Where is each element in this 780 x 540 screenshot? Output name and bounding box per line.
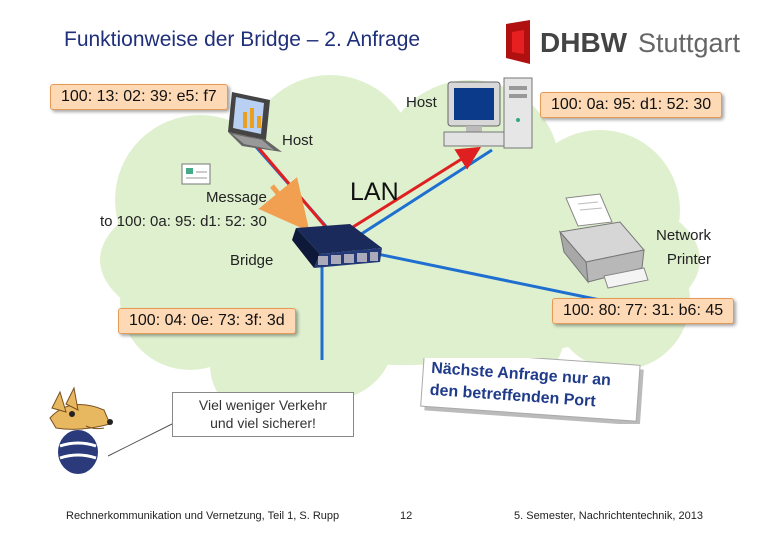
host-label-left: Host (282, 132, 313, 149)
footer-right: 5. Semester, Nachrichtentechnik, 2013 (514, 510, 703, 522)
logo-dhbw-text: DHBW (540, 27, 628, 58)
note-box: Nächste Anfrage nur an den betreffenden … (420, 358, 644, 424)
printer-label: Network Printer (656, 224, 711, 272)
page-title: Funktionweise der Bridge – 2. Anfrage (64, 28, 421, 51)
lan-label: LAN (350, 178, 399, 206)
bridge-device-icon (292, 224, 382, 268)
footer-page-number: 12 (400, 510, 413, 522)
bridge-label: Bridge (230, 252, 274, 269)
footer-left: Rechnerkommunikation und Vernetzung, Tei… (66, 510, 340, 522)
quote-line2: und viel sicherer! (210, 415, 316, 431)
bridge-side-address-box: 100: 04: 0e: 73: 3f: 3d (118, 308, 296, 334)
quote-pointer (107, 423, 173, 457)
printer-label-line2: Printer (666, 251, 712, 268)
network-printer-icon (559, 193, 649, 289)
host-label-right: Host (406, 94, 437, 111)
printer-address-box: 100: 80: 77: 31: b6: 45 (552, 298, 735, 324)
message-arrow (258, 177, 310, 232)
laptop-address-box: 100: 13: 02: 39: e5: f7 (50, 84, 228, 110)
message-label-line1: Message (205, 189, 267, 206)
printer-label-line1: Network (656, 227, 712, 244)
message-envelope-icon (181, 163, 211, 185)
laptop-icon (228, 92, 282, 152)
quote-line1: Viel weniger Verkehr (198, 397, 328, 413)
desktop-computer-icon (443, 77, 533, 149)
logo-city-text: Stuttgart (638, 28, 741, 58)
message-label: Message to 100: 0a: 95: d1: 52: 30 (100, 186, 267, 234)
message-label-line2: to 100: 0a: 95: d1: 52: 30 (100, 213, 267, 230)
mascot-illustration (40, 386, 116, 480)
speech-quote-box: Viel weniger Verkehr und viel sicherer! (172, 392, 354, 437)
host2-address-box: 100: 0a: 95: d1: 52: 30 (540, 92, 723, 118)
dhbw-logo: DHBW Stuttgart (506, 20, 741, 64)
